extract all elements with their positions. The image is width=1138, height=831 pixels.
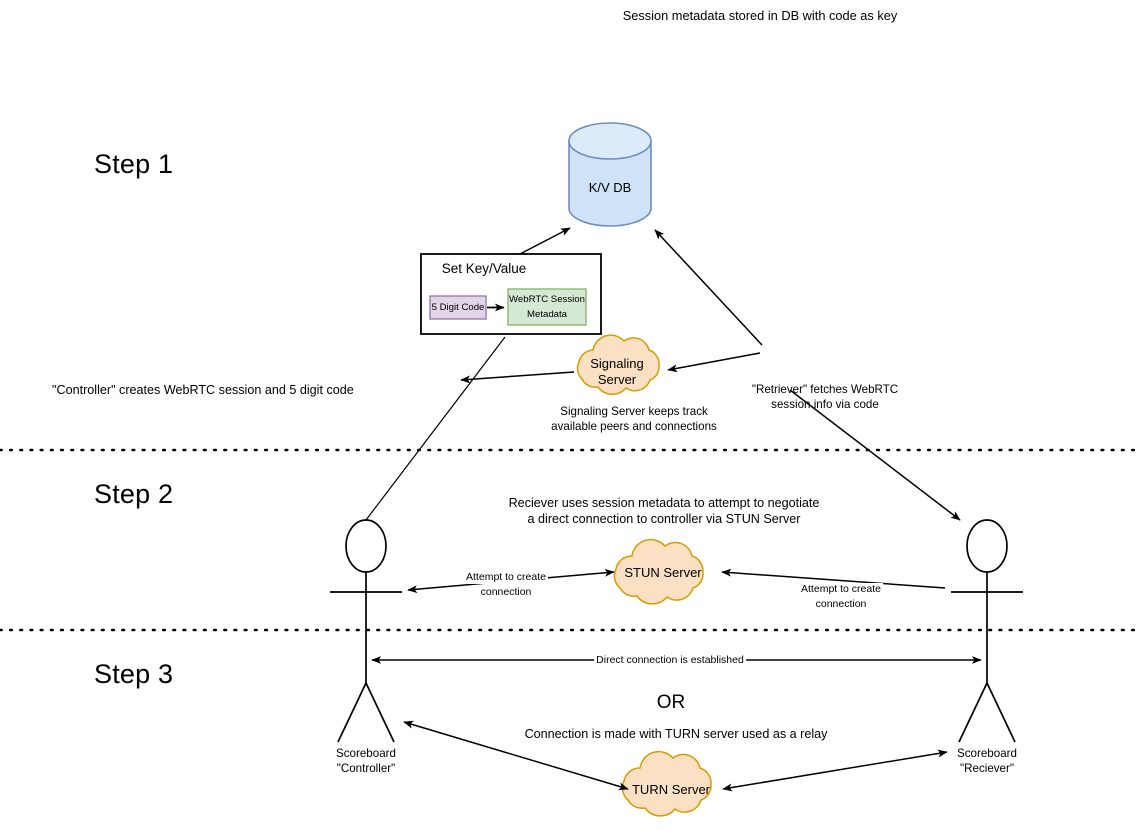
reciever-negotiate-caption-line2: a direct connection to controller via ST… — [527, 512, 801, 526]
receiver-actor-shape — [951, 519, 1023, 743]
edge-setkv-to-db — [519, 227, 571, 255]
edge-receiver-turn — [722, 749, 948, 792]
stun-server-label: STUN Server — [624, 565, 702, 580]
retriever-fetches-caption-line2: session info via code — [771, 398, 879, 411]
direct-connection-label: Direct connection is established — [594, 654, 746, 667]
value-box-label-line2: Metadata — [526, 309, 568, 320]
kv-database-label: K/V DB — [588, 180, 632, 195]
controller-actor-label-line2: "Controller" — [336, 762, 396, 775]
controller-actor-label-line1: Scoreboard — [336, 747, 396, 760]
receiver-actor-label-line1: Scoreboard — [957, 747, 1017, 760]
edge-controller-to-signaling — [460, 371, 575, 384]
attempt-left-label-line2: connection — [478, 586, 534, 599]
step-1-label: Step 1 — [94, 149, 174, 179]
step-3-label: Step 3 — [94, 659, 174, 689]
signaling-note-line2: available peers and connections — [551, 420, 717, 433]
retriever-fetches-caption-line1: "Retriever" fetches WebRTC — [751, 383, 899, 396]
signaling-server-label-line2: Server — [597, 372, 637, 387]
attempt-left-label-line1: Attempt to create — [464, 571, 548, 584]
key-box-label: 5 Digit Code — [431, 302, 485, 313]
controller-actor-shape — [330, 519, 402, 743]
or-label: OR — [656, 692, 686, 713]
edge-controller-to-setkv — [365, 336, 506, 521]
attempt-right-label-line2: connection — [813, 598, 869, 611]
turn-relay-caption: Connection is made with TURN server used… — [524, 727, 828, 741]
set-key-value-title: Set Key/Value — [441, 261, 527, 276]
attempt-right-label-line1: Attempt to create — [799, 583, 883, 596]
signaling-note-line1: Signaling Server keeps track — [560, 405, 708, 418]
step-2-label: Step 2 — [94, 479, 174, 509]
kv-database-shape — [568, 122, 652, 227]
receiver-actor-label-line2: "Reciever" — [960, 762, 1014, 775]
reciever-negotiate-caption-line1: Reciever uses session metadata to attemp… — [508, 496, 820, 510]
controller-creates-caption: "Controller" creates WebRTC session and … — [52, 383, 354, 397]
signaling-server-label-line1: Signaling — [590, 356, 644, 371]
edge-db-to-retriever — [654, 229, 763, 346]
turn-server-label: TURN Server — [631, 782, 711, 797]
value-box-label-line1: WebRTC Session — [509, 294, 585, 305]
edge-retriever-to-signaling — [667, 352, 761, 373]
page-title-caption: Session metadata stored in DB with code … — [622, 8, 898, 23]
